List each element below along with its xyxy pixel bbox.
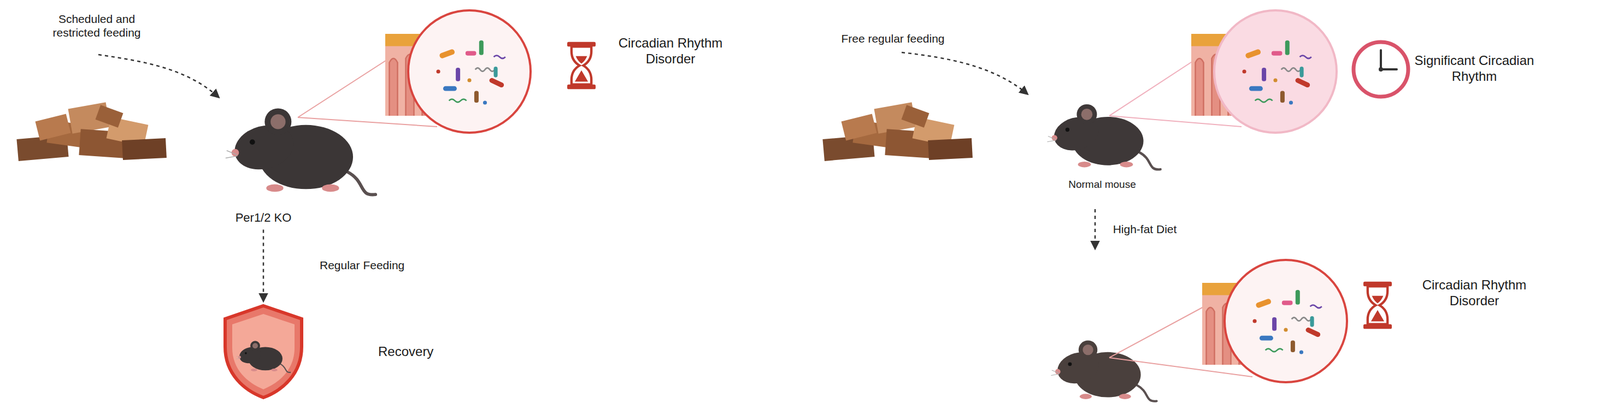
- recovery-shield: Recovery: [222, 303, 452, 401]
- feeding-arrow: [98, 54, 219, 98]
- annotation-label: Scheduled and restricted feeding: [39, 12, 155, 40]
- annotation-label: Circadian Rhythm Disorder: [607, 35, 734, 68]
- food-pile: [16, 102, 167, 162]
- dashed-arrow: [262, 229, 265, 302]
- microbiota-circle: [408, 10, 531, 133]
- node-label: Per1/2 KO: [235, 210, 292, 226]
- feeding-arrow: [901, 52, 1028, 94]
- bacteria: [1242, 40, 1311, 105]
- edge-label: Regular Feeding: [318, 259, 407, 273]
- microbiota-circle: [1214, 10, 1337, 133]
- shield-shape: [225, 306, 302, 398]
- diet-arrow: [1094, 209, 1097, 249]
- clock-icon: [1380, 50, 1397, 70]
- clock-icon: [1353, 42, 1409, 97]
- shield-outline: [222, 303, 305, 401]
- mouse-label-node: Per1/2 KO: [235, 210, 292, 226]
- node-label: Normal mouse: [1068, 178, 1137, 192]
- shield-inner: [232, 314, 295, 390]
- mouse-figure: [1050, 340, 1157, 402]
- hourglass-icon: [567, 42, 596, 90]
- clock-icon: [1378, 67, 1384, 72]
- mouse-figure: [236, 340, 291, 373]
- bacteria: [1252, 290, 1322, 355]
- annotation-label: Circadian Rhythm Disorder: [1411, 277, 1538, 310]
- bacteria: [436, 40, 505, 105]
- microbiota-circle: [1224, 260, 1347, 383]
- clock-icon: [1353, 42, 1409, 97]
- hourglass-icon: [1363, 281, 1392, 330]
- mouse-figure: [1046, 104, 1161, 170]
- annotation-label: Significant Circadian Rhythm: [1397, 53, 1551, 85]
- annotation-label: High-fat Diet: [1113, 222, 1178, 237]
- food-pile: [822, 102, 973, 162]
- mouse-label-node: Normal mouse: [1068, 178, 1137, 192]
- annotation-label: Free regular feeding: [840, 31, 945, 46]
- node-label: Recovery: [378, 344, 434, 361]
